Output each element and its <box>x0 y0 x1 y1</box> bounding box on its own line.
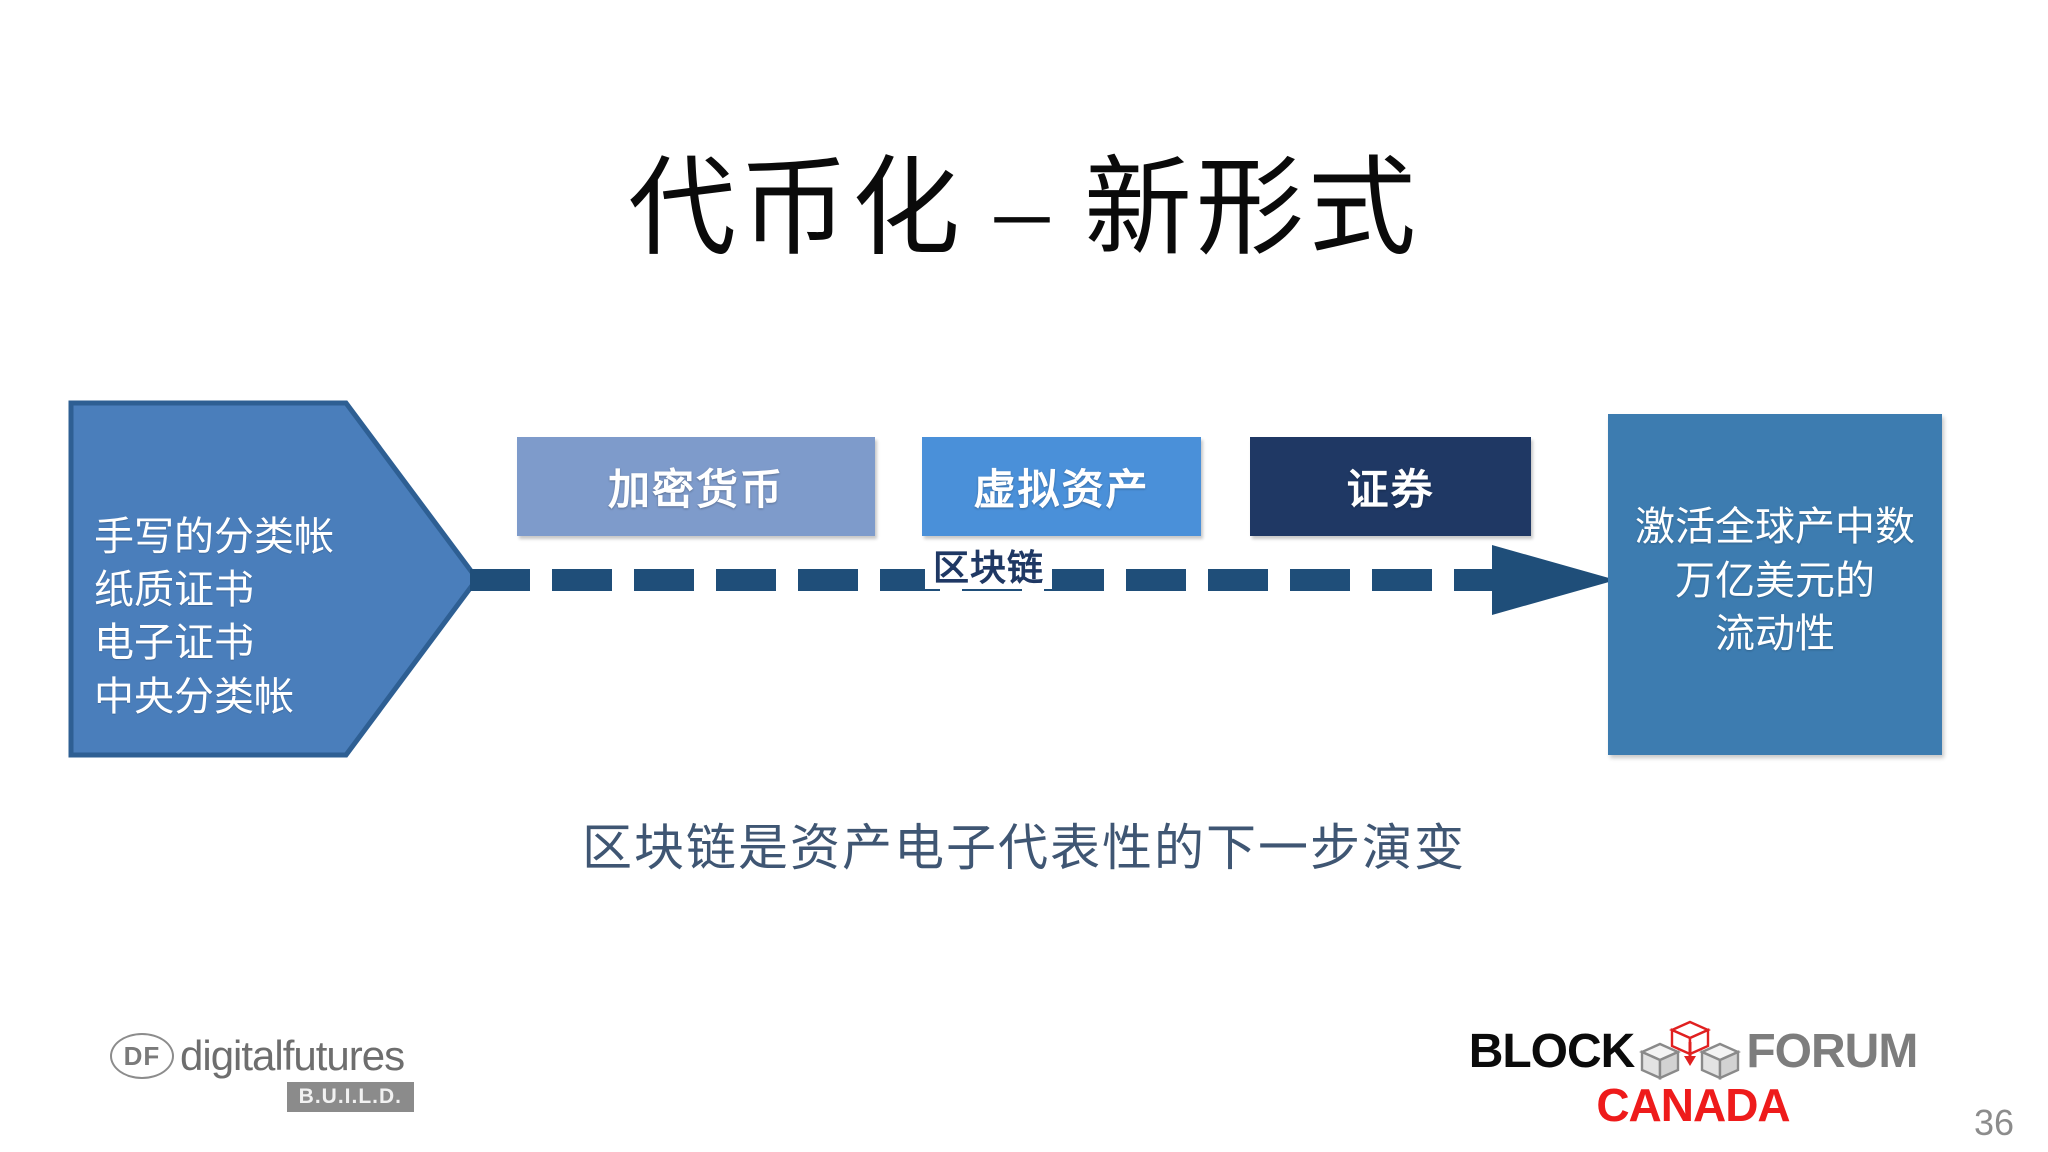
df-build-badge: B.U.I.L.D. <box>286 1082 414 1112</box>
category-box-crypto-currency[interactable]: 加密货币 <box>517 437 875 536</box>
slide-caption: 区块链是资产电子代表性的下一步演变 <box>582 820 1466 876</box>
df-monogram-icon: DF <box>110 1033 174 1079</box>
bfc-top-row: BLOCK <box>1469 1020 1918 1082</box>
pentagon-shape <box>68 400 480 758</box>
outcome-box-text: 激活全球产中数 万亿美元的 流动性 <box>1635 504 1915 657</box>
bfc-word-block: BLOCK <box>1468 1024 1636 1078</box>
bfc-cubes-icon <box>1636 1020 1744 1082</box>
page-number: 36 <box>1973 1102 2014 1143</box>
category-box-securities[interactable]: 证券 <box>1250 437 1531 536</box>
blockchain-label: 区块链 <box>925 547 1053 590</box>
legacy-forms-pentagon: 手写的分类帐 纸质证书 电子证书 中央分类帐 <box>68 400 480 758</box>
page-title: 代币化 – 新形式 <box>627 150 1420 269</box>
bfc-word-forum: FORUM <box>1746 1024 1918 1078</box>
outcome-box-liquidity[interactable]: 激活全球产中数 万亿美元的 流动性 <box>1608 414 1942 755</box>
block-forum-canada-logo: BLOCK <box>1469 1020 1918 1131</box>
legacy-forms-text: 手写的分类帐 纸质证书 电子证书 中央分类帐 <box>94 514 334 719</box>
digital-futures-logo: DF digitalfutures B.U.I.L.D. <box>110 1032 414 1118</box>
bfc-word-canada: CANADA <box>1596 1079 1790 1131</box>
category-box-virtual-assets[interactable]: 虚拟资产 <box>922 437 1201 536</box>
df-wordmark: digitalfutures <box>180 1032 405 1079</box>
df-logo-row: DF digitalfutures <box>110 1032 410 1080</box>
